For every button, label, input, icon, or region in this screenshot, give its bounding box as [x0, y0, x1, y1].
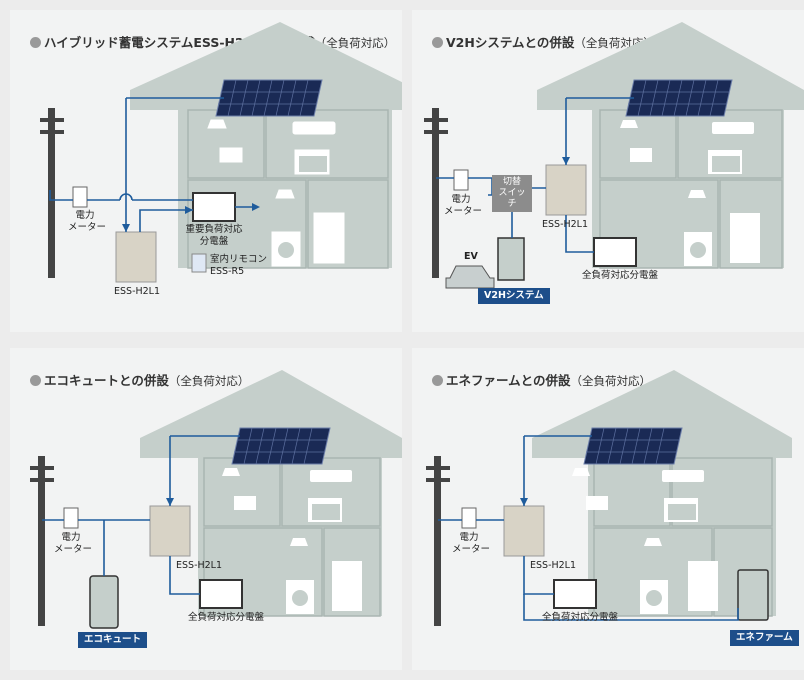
laptop-icon [630, 148, 652, 162]
ceiling-lamp-icon [207, 119, 227, 129]
enefarm-unit [737, 569, 769, 621]
remote-controller [191, 253, 207, 273]
laptop-icon [219, 147, 243, 163]
ceiling-lamp-icon [644, 538, 662, 546]
meter-icon [453, 169, 469, 191]
ess-unit [503, 505, 545, 557]
ceiling-lamp-icon [275, 189, 295, 199]
room-wall [599, 179, 719, 269]
meter-label: 電力メーター [444, 194, 483, 217]
fridge-icon [688, 561, 718, 611]
room-wall [307, 179, 389, 269]
room-wall [187, 179, 307, 269]
fridge-icon [730, 213, 760, 263]
house-diagram [426, 370, 792, 626]
distribution-board-label: 全負荷対応分電盤 [542, 612, 619, 623]
house-diagram [40, 22, 402, 283]
air-conditioner-icon [292, 121, 336, 135]
bullet-icon [30, 37, 41, 48]
ess-label: ESS-H2L1 [542, 219, 589, 230]
house-diagram [30, 370, 402, 629]
ecocute-unit [89, 575, 119, 629]
distribution-board-label: 全負荷対応分電盤 [188, 612, 265, 623]
ev-car-icon [445, 265, 495, 289]
bullet-icon [432, 37, 443, 48]
distribution-board [553, 579, 597, 609]
ecocute-tag: エコキュート [78, 632, 148, 648]
distribution-board [192, 192, 236, 222]
ceiling-lamp-icon [290, 538, 308, 546]
room-wall [671, 457, 773, 527]
meter-label: 電力メーター [54, 532, 93, 555]
utility-pole [38, 456, 45, 626]
bullet-icon [432, 375, 443, 386]
distribution-board [593, 237, 637, 267]
distribution-board [199, 579, 243, 609]
ess-unit [545, 164, 587, 216]
distribution-board-label: 全負荷対応分電盤 [582, 270, 659, 281]
panel-basic: ハイブリッド蓄電システムESS-H2L1 基本構成（全負荷対応） [10, 10, 402, 332]
ceiling-lamp-icon [222, 468, 240, 476]
meter-label: 電力メーター [68, 210, 107, 233]
v2h-unit [497, 237, 525, 281]
air-conditioner-icon [712, 122, 754, 134]
house-roof [537, 22, 804, 268]
v2h-tag: V2Hシステム [478, 288, 550, 304]
important-board-label: 重要負荷対応分電盤 [185, 224, 243, 247]
room-wall [677, 109, 783, 179]
fridge-icon [332, 561, 362, 611]
fridge-icon [313, 212, 345, 264]
panel-title: エコキュートとの併設（全負荷対応） [30, 370, 249, 389]
switch-box: 切替スイッチ [492, 175, 532, 212]
room-wall [719, 179, 783, 269]
meter-icon [461, 507, 477, 529]
utility-pole [434, 456, 441, 626]
ess-unit [115, 231, 157, 283]
room-wall [265, 109, 389, 179]
panel-v2h: V2Hシステムとの併設（全負荷対応） [412, 10, 804, 332]
ceiling-lamp-icon [572, 468, 590, 476]
panel-title: エネファームとの併設（全負荷対応） [432, 370, 651, 389]
ess-label: ESS-H2L1 [530, 560, 577, 571]
ev-label: EV [464, 251, 478, 262]
room-wall [203, 527, 323, 617]
room-wall [323, 527, 381, 617]
enefarm-tag: エネファーム [730, 630, 799, 646]
ess-label: ESS-H2L1 [176, 560, 223, 571]
meter-icon [72, 186, 88, 208]
meter-icon [63, 507, 79, 529]
ess-label: ESS-H2L1 [114, 286, 161, 297]
air-conditioner-icon [310, 470, 352, 482]
room-wall [281, 457, 381, 527]
panel-ecocute: エコキュートとの併設（全負荷対応） [10, 348, 402, 670]
ceiling-lamp-icon [688, 190, 706, 198]
panel-enefarm: エネファームとの併設（全負荷対応） [412, 348, 804, 670]
laptop-icon [234, 496, 256, 510]
utility-pole [432, 108, 439, 278]
house-diagram [424, 22, 804, 289]
air-conditioner-icon [662, 470, 704, 482]
ceiling-lamp-icon [620, 120, 638, 128]
house-roof [140, 370, 402, 616]
ess-unit [149, 505, 191, 557]
laptop-icon [586, 496, 608, 510]
bullet-icon [30, 375, 41, 386]
meter-label: 電力メーター [452, 532, 491, 555]
utility-pole [48, 108, 55, 278]
